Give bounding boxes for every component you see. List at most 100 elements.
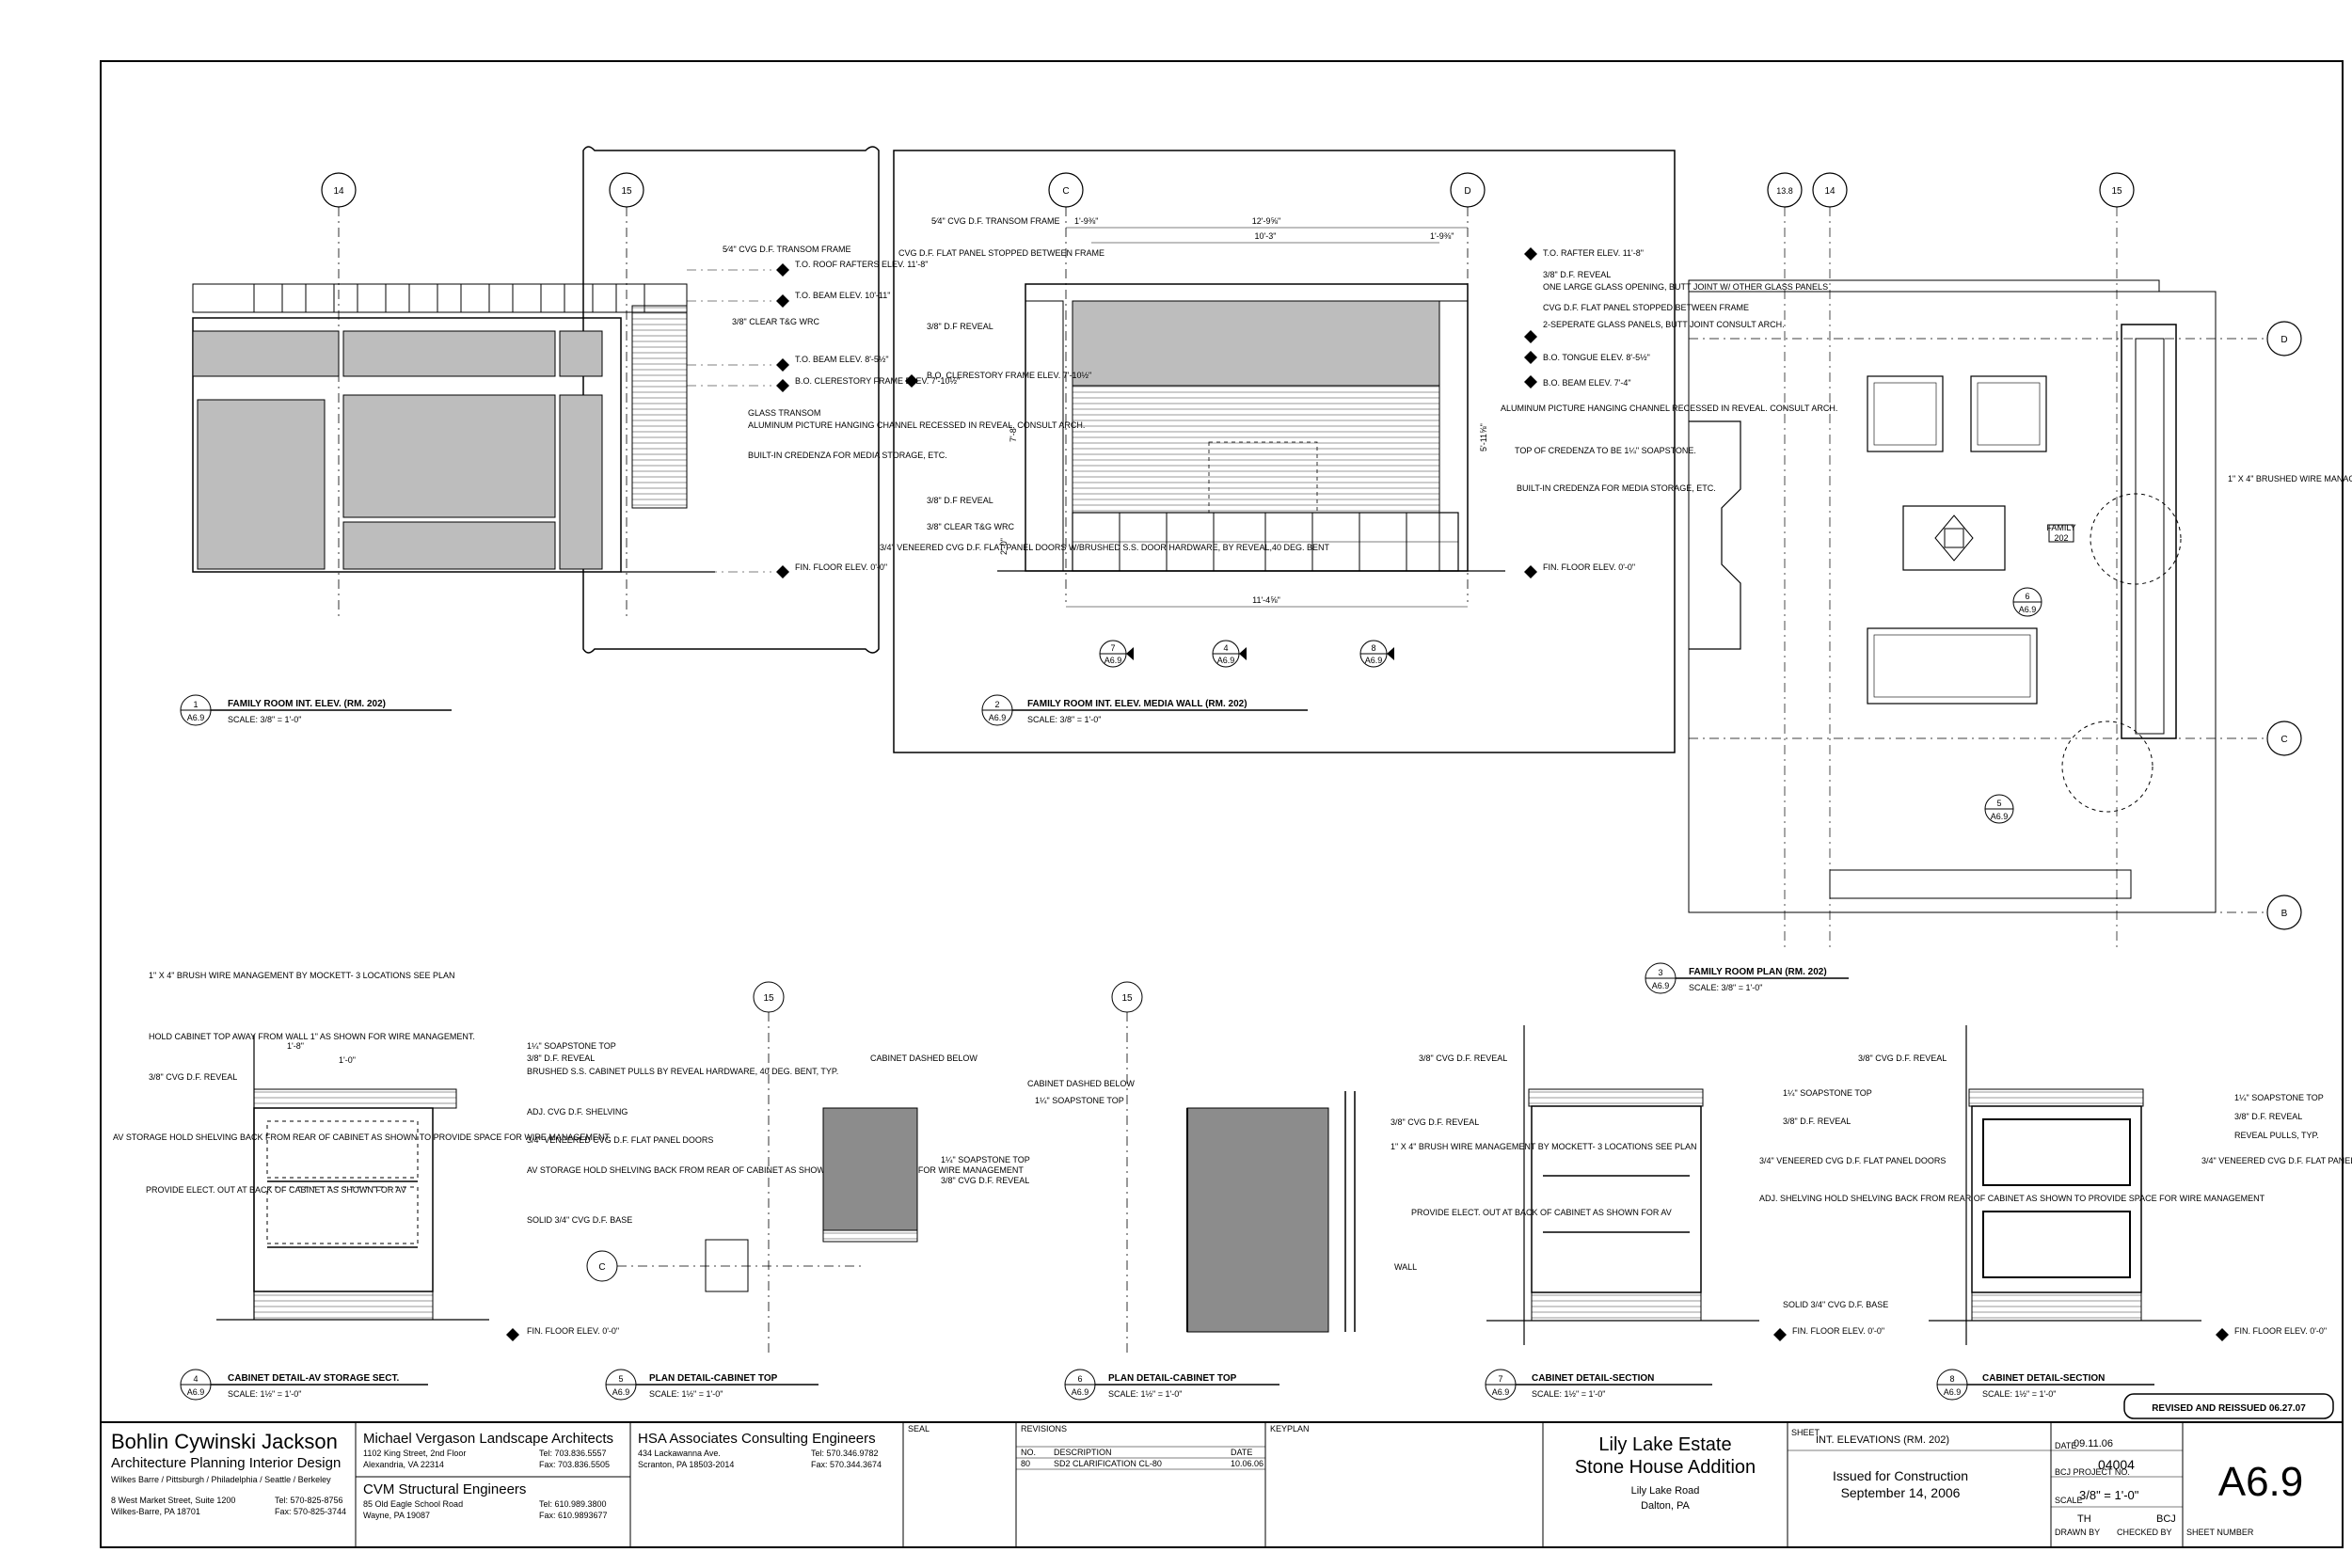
svg-text:D: D	[2280, 335, 2287, 345]
note: 3/8" CLEAR T&G WRC	[927, 522, 1015, 531]
svg-text:15: 15	[621, 186, 632, 197]
grid-bubble: D	[2266, 321, 2302, 356]
svg-text:5'-11⅝": 5'-11⅝"	[1479, 423, 1488, 451]
note: 3/8" CVG D.F. REVEAL	[1419, 1053, 1507, 1063]
note: 3/8" D.F. REVEAL	[527, 1053, 595, 1063]
note: CABINET DASHED BELOW	[870, 1053, 977, 1063]
note: 3/8" D.F REVEAL	[927, 496, 993, 505]
svg-text:14: 14	[1824, 186, 1836, 197]
svg-text:TH: TH	[2077, 1513, 2091, 1525]
svg-text:CABINET DETAIL-SECTION: CABINET DETAIL-SECTION	[1982, 1373, 2105, 1384]
detail-tag-6: 6A6.9	[2012, 587, 2042, 617]
grid-bubble: 14	[1812, 172, 1848, 208]
svg-text:CHECKED BY: CHECKED BY	[2117, 1528, 2172, 1537]
view-title-8: 8 A6.9 CABINET DETAIL-SECTION SCALE: 1½"…	[1936, 1369, 2154, 1401]
svg-text:C: C	[2280, 735, 2287, 745]
grid-bubble: 14	[321, 172, 357, 208]
svg-text:7: 7	[1110, 643, 1115, 653]
note: 3/4" VENEERED CVG D.F. FLAT PANEL DOORS	[1759, 1156, 1946, 1165]
dimensions: 10'-3" 12'-9⅝" 1'-9⅜" 1'-9⅜" 11'-4⅝" 7'-…	[999, 216, 1488, 608]
svg-text:A6.9: A6.9	[1072, 1387, 1089, 1397]
note: PROVIDE ELECT. OUT AT BACK OF CABINET AS…	[1411, 1208, 1672, 1217]
svg-text:Wilkes Barre / Pittsburgh / Ph: Wilkes Barre / Pittsburgh / Philadelphia…	[111, 1475, 331, 1484]
note-glass-transom: GLASS TRANSOM	[748, 408, 820, 418]
note: CVG D.F. FLAT PANEL STOPPED BETWEEN FRAM…	[898, 248, 1104, 258]
svg-text:BCJ PROJECT NO.: BCJ PROJECT NO.	[2055, 1467, 2130, 1477]
svg-text:REVISED AND REISSUED 06.27.07: REVISED AND REISSUED 06.27.07	[2152, 1403, 2306, 1414]
svg-text:Scranton, PA 18503-2014: Scranton, PA 18503-2014	[638, 1460, 734, 1469]
svg-text:80: 80	[1021, 1459, 1030, 1468]
svg-text:SCALE: 1½" = 1'-0": SCALE: 1½" = 1'-0"	[1982, 1389, 2056, 1399]
svg-text:1'-8": 1'-8"	[287, 1041, 304, 1051]
note-to-beam: T.O. BEAM ELEV. 10'-11"	[795, 291, 890, 300]
svg-text:KEYPLAN: KEYPLAN	[1270, 1424, 1310, 1433]
svg-text:2: 2	[994, 700, 999, 709]
note: 1¼" SOAPSTONE TOP	[527, 1041, 616, 1051]
view-title-6: 6 A6.9 PLAN DETAIL-CABINET TOP SCALE: 1½…	[1064, 1369, 1279, 1401]
note: BRUSHED S.S. CABINET PULLS BY REVEAL HAR…	[527, 1067, 838, 1076]
svg-text:A6.9: A6.9	[1944, 1387, 1962, 1397]
title-block: Bohlin Cywinski Jackson Architecture Pla…	[101, 1421, 2343, 1547]
svg-text:SCALE: 3/8" = 1'-0": SCALE: 3/8" = 1'-0"	[228, 715, 301, 724]
svg-text:6: 6	[2025, 592, 2029, 601]
glass-panel	[342, 521, 556, 570]
glass-panel	[559, 394, 603, 570]
cabinet-top-plan-6	[1186, 1107, 1329, 1333]
svg-text:Stone House Addition: Stone House Addition	[1575, 1457, 1756, 1478]
svg-text:HSA Associates Consulting Engi: HSA Associates Consulting Engineers	[638, 1431, 876, 1447]
note: B.O. BEAM ELEV. 7'-4"	[1543, 378, 1631, 388]
svg-text:INT. ELEVATIONS (RM. 202): INT. ELEVATIONS (RM. 202)	[1816, 1434, 1949, 1446]
svg-text:D: D	[1464, 186, 1470, 197]
section-tag: 4A6.9	[1212, 640, 1247, 668]
armchair	[1970, 375, 2047, 452]
note: B.O. TONGUE ELEV. 8'-5½"	[1543, 353, 1650, 362]
grid-bubble: B	[2266, 895, 2302, 930]
note-transom: 5⁄4" CVG D.F. TRANSOM FRAME	[723, 245, 851, 254]
svg-text:Tel: 570.346.9782: Tel: 570.346.9782	[811, 1449, 879, 1458]
revision-cloud-2	[893, 150, 1676, 753]
detail-8-cabinet-section: 3/8" CVG D.F. REVEAL 1¼" SOAPSTONE TOP 3…	[1858, 1025, 2352, 1401]
note: 1" X 4" BRUSHED WIRE MANAGEMENT- 3 LOCAT…	[2228, 474, 2352, 483]
view-1-elevation: 14 15	[180, 146, 1085, 726]
note: ADJ. CVG D.F. SHELVING	[527, 1107, 628, 1117]
sheet-border	[100, 60, 2344, 1548]
svg-text:CVM Structural Engineers: CVM Structural Engineers	[363, 1481, 526, 1497]
svg-text:SHEET: SHEET	[1791, 1428, 1820, 1437]
window-wall	[2121, 324, 2177, 739]
note: 3/4" VENEERED CVG D.F. FLAT PANEL DOORS …	[880, 543, 1329, 552]
svg-text:BCJ: BCJ	[2156, 1513, 2176, 1525]
tg-wall	[1072, 385, 1440, 514]
note: ALUMINUM PICTURE HANGING CHANNEL RECESSE…	[1501, 404, 1837, 413]
svg-text:10.06.06: 10.06.06	[1231, 1459, 1263, 1468]
note-fin-floor: FIN. FLOOR ELEV. 0'-0"	[795, 562, 887, 572]
note: REVEAL PULLS, TYP.	[2234, 1131, 2319, 1140]
svg-text:B: B	[2281, 909, 2288, 919]
note: AV STORAGE HOLD SHELVING BACK FROM REAR …	[113, 1132, 610, 1142]
svg-text:Fax: 570.344.3674: Fax: 570.344.3674	[811, 1460, 882, 1469]
svg-text:15: 15	[763, 993, 774, 1004]
svg-text:202: 202	[2054, 533, 2068, 543]
detail-6-plan-top: 15 CABINET DASHED BELOW 1¼" SOAPSTONE TO…	[1027, 981, 1696, 1401]
svg-text:FAMILY ROOM PLAN (RM. 202): FAMILY ROOM PLAN (RM. 202)	[1689, 967, 1827, 977]
svg-text:8: 8	[1371, 643, 1375, 653]
note: BUILT-IN CREDENZA FOR MEDIA STORAGE, ETC…	[1517, 483, 1716, 493]
svg-text:4: 4	[193, 1374, 198, 1384]
note-builtin: BUILT-IN CREDENZA FOR MEDIA STORAGE, ETC…	[748, 451, 947, 460]
note: 3/8" D.F. REVEAL	[2234, 1112, 2302, 1121]
view-3-plan: 13.8 14 15 D C B FAMILY	[1645, 172, 2352, 994]
side-column-left	[1025, 300, 1064, 572]
glass-panel	[559, 330, 603, 377]
credenza-plan	[2135, 338, 2165, 735]
svg-text:SCALE: 1½" = 1'-0": SCALE: 1½" = 1'-0"	[649, 1389, 723, 1399]
note: T.O. RAFTER ELEV. 11'-8"	[1543, 248, 1644, 258]
wall-frame	[192, 317, 622, 573]
note: 3/8" CVG D.F. REVEAL	[941, 1176, 1029, 1185]
svg-text:1102 King Street, 2nd Floor: 1102 King Street, 2nd Floor	[363, 1449, 466, 1458]
note: 1¼" SOAPSTONE TOP	[941, 1155, 1030, 1164]
svg-text:8: 8	[1949, 1374, 1954, 1384]
svg-text:09.11.06: 09.11.06	[2074, 1438, 2113, 1449]
svg-text:Lily Lake Estate: Lily Lake Estate	[1598, 1434, 1731, 1455]
glass-panel	[342, 330, 556, 377]
elevation-markers	[776, 263, 789, 578]
sheet-number: A6.9	[2218, 1459, 2304, 1505]
